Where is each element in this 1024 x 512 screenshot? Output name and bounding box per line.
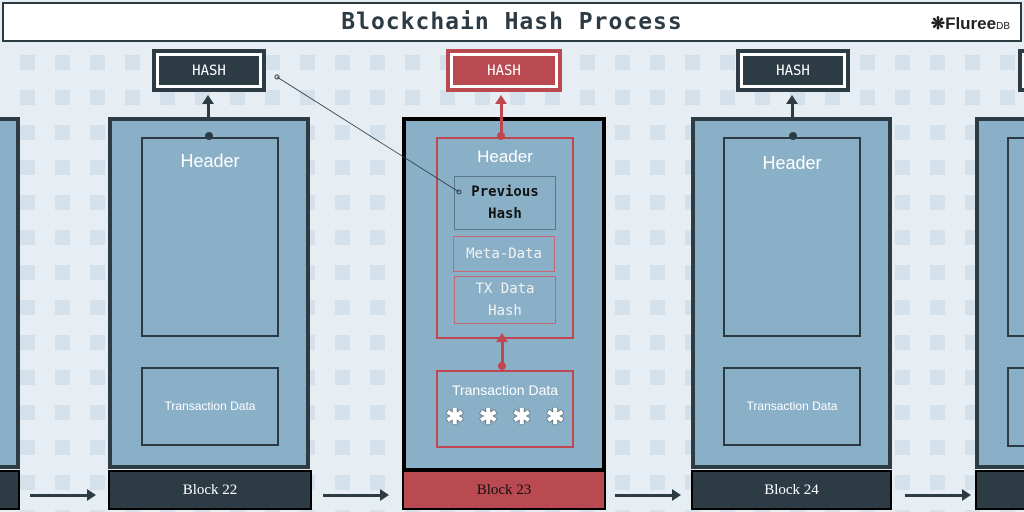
header-box: Header: [723, 137, 861, 337]
tx-arrow: [501, 340, 504, 368]
partial-block-right-label: [975, 470, 1024, 510]
fluree-icon: ✱: [445, 404, 464, 429]
transaction-data-box: Transaction Data: [141, 367, 279, 446]
arrow-right-icon: [30, 489, 96, 501]
fluree-icon: ✱: [546, 404, 565, 429]
hash-box-22: HASH: [152, 49, 266, 92]
arrow-up-icon: [786, 95, 798, 104]
previous-hash-field: Previous Hash: [454, 176, 556, 230]
partial-hash-right: [1018, 49, 1024, 92]
arrow-right-icon: [905, 489, 971, 501]
partial-block-right: [975, 117, 1024, 469]
partial-block-left-label: [0, 470, 20, 510]
fluree-logo: ❋FlureeDB: [930, 14, 1010, 33]
arrow-up-icon: [495, 95, 507, 104]
connector-dot: [498, 362, 506, 370]
hash-box-23: HASH: [446, 49, 562, 92]
connector-dot: [497, 132, 505, 140]
arrow-up-icon: [202, 95, 214, 104]
block-22-label: Block 22: [108, 470, 312, 510]
fluree-icon: ✱: [479, 404, 498, 429]
snowflake-icon: ❋: [930, 14, 946, 33]
block-23: Header Previous Hash Meta-Data TX Data H…: [402, 117, 606, 472]
connector-dot: [205, 132, 213, 140]
hash-arrow: [500, 100, 503, 136]
tx-data-hash-field: TX Data Hash: [454, 276, 556, 324]
block-24-label: Block 24: [691, 470, 892, 510]
hash-box-24: HASH: [736, 49, 850, 92]
block-24: Header Transaction Data: [691, 117, 892, 469]
block-23-label: Block 23: [402, 470, 606, 510]
meta-data-field: Meta-Data: [453, 236, 555, 272]
arrow-right-icon: [615, 489, 681, 501]
page-title: Blockchain Hash Process: [341, 9, 683, 35]
transaction-data-box: Transaction Data ✱✱✱✱: [436, 370, 574, 448]
transaction-data-box: Transaction Data: [723, 367, 861, 446]
arrow-right-icon: [323, 489, 389, 501]
header-box: Header Previous Hash Meta-Data TX Data H…: [436, 137, 574, 339]
block-22: Header Transaction Data: [108, 117, 310, 469]
title-bar: Blockchain Hash Process ❋FlureeDB: [2, 2, 1022, 42]
connector-dot: [789, 132, 797, 140]
fluree-icon: ✱: [512, 404, 531, 429]
arrow-up-icon: [496, 333, 508, 342]
partial-block-left: [0, 117, 20, 469]
